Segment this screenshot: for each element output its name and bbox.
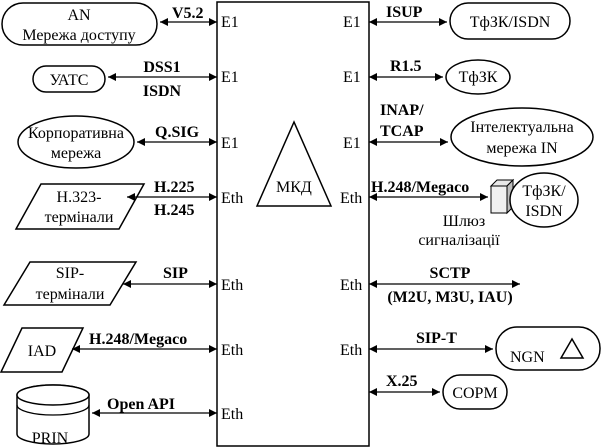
svg-text:H.323-: H.323-	[57, 189, 102, 206]
port-right-4: Eth	[340, 190, 362, 207]
protocol-sip: SIP	[163, 265, 188, 282]
protocol-openapi: Open API	[107, 396, 175, 413]
ngn-triangle-icon	[559, 337, 585, 359]
sorm-node: СОРМ	[442, 374, 508, 410]
mkd-triangle-icon	[255, 120, 333, 207]
port-right-6: Eth	[340, 342, 362, 359]
protocol-sctp: SCTP	[430, 265, 471, 282]
pstn-isdn-sg-node: ТфЗК/ ISDN	[509, 172, 579, 228]
protocol-qsig: Q.SIG	[155, 124, 200, 141]
svg-text:ТфЗК/ISDN: ТфЗК/ISDN	[470, 14, 551, 31]
protocol-x25: X.25	[386, 373, 418, 390]
pstn-isdn-node: ТфЗК/ISDN	[449, 2, 571, 40]
port-left-6: Eth	[221, 342, 243, 359]
uats-node: УАТС	[32, 65, 106, 93]
svg-text:СОРМ: СОРМ	[452, 385, 497, 402]
protocol-inap: INAP/	[380, 102, 424, 119]
prin-label: PRIN	[32, 430, 69, 447]
protocol-sipt: SIP-T	[416, 330, 457, 347]
port-left-5: Eth	[221, 277, 243, 294]
protocol-v52: V5.2	[172, 5, 204, 22]
svg-text:Корпоративна: Корпоративна	[28, 125, 124, 142]
port-left-1: E1	[221, 14, 239, 31]
protocol-h248-left: H.248/Megaco	[89, 331, 187, 348]
svg-text:Мережа доступу: Мережа доступу	[22, 27, 135, 44]
port-right-5: Eth	[340, 277, 362, 294]
corporate-network-node: Корпоративна мережа	[17, 115, 135, 169]
gateway-label-2: сигналізації	[418, 232, 500, 249]
protocol-r15: R1.5	[390, 58, 422, 75]
protocol-isdn: ISDN	[143, 83, 182, 100]
port-left-7: Eth	[221, 406, 243, 423]
pstn-node: ТфЗК	[445, 59, 511, 95]
gateway-label-1: Шлюз	[443, 213, 485, 230]
sip-terminals-node: SIP- термінали	[2, 261, 138, 306]
port-right-3: E1	[343, 135, 361, 152]
protocol-dss1: DSS1	[143, 59, 180, 76]
svg-text:ТфЗК/: ТфЗК/	[522, 183, 566, 200]
svg-text:термінали: термінали	[36, 286, 105, 303]
protocol-tcap: TCAP	[380, 123, 424, 140]
svg-text:NGN: NGN	[510, 349, 545, 366]
svg-text:УАТС: УАТС	[50, 72, 89, 89]
port-left-2: E1	[221, 69, 239, 86]
mkd-node: МКД	[216, 1, 370, 447]
svg-text:мережа IN: мережа IN	[486, 140, 558, 157]
protocol-sctp-details: (M2U, M3U, IAU)	[387, 289, 512, 306]
svg-text:AN: AN	[67, 7, 91, 24]
svg-text:мережа: мережа	[51, 145, 101, 162]
protocol-h248-right: H.248/Megaco	[371, 179, 469, 196]
protocol-h225: H.225	[154, 179, 194, 196]
port-right-2: E1	[343, 69, 361, 86]
ngn-node: NGN	[495, 326, 601, 371]
svg-text:SIP-: SIP-	[56, 265, 84, 282]
mkd-label: МКД	[276, 179, 312, 196]
iad-node: IAD	[0, 327, 85, 373]
protocol-isup: ISUP	[386, 4, 423, 21]
h323-terminals-node: H.323- термінали	[14, 183, 146, 230]
svg-text:ISDN: ISDN	[525, 203, 563, 220]
svg-text:термінали: термінали	[45, 209, 114, 226]
port-right-1: E1	[343, 14, 361, 31]
protocol-h245: H.245	[154, 202, 194, 219]
svg-text:ТфЗК: ТфЗК	[459, 69, 498, 86]
svg-text:IAD: IAD	[28, 343, 56, 360]
port-left-4: Eth	[221, 190, 243, 207]
prin-database-icon: PRIN	[16, 384, 90, 447]
port-left-3: E1	[221, 135, 239, 152]
access-network-node: AN Мережа доступу	[1, 2, 158, 46]
intelligent-network-node: Інтелектуальна мережа IN	[450, 107, 594, 167]
svg-text:Інтелектуальна: Інтелектуальна	[470, 119, 573, 136]
